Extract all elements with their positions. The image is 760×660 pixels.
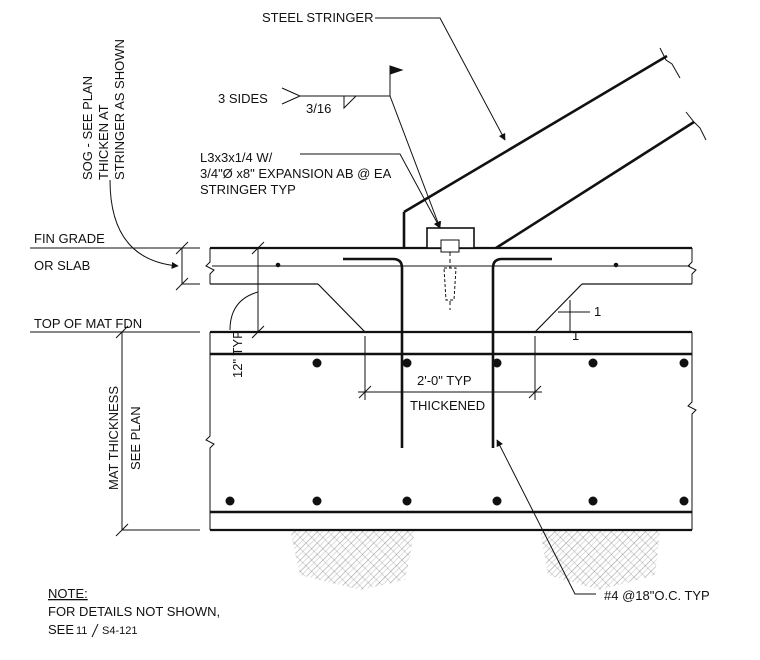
note-line2-see: SEE — [48, 622, 74, 637]
break-lines — [205, 248, 697, 530]
mat-rebar-dots — [225, 358, 689, 506]
dimensions — [30, 241, 590, 537]
annotations: STEEL STRINGER 3 SIDES 3/16 L3x3x1/4 W/ … — [34, 10, 710, 638]
steel-stringer-label: STEEL STRINGER — [262, 10, 373, 25]
weld-size-label: 3/16 — [306, 101, 331, 116]
mat-thickness-line2: SEE PLAN — [128, 406, 143, 470]
angle-anchor — [426, 227, 475, 310]
soil-hatch-left — [290, 530, 415, 590]
mat-thickness-line1: MAT THICKNESS — [106, 386, 121, 490]
weld-sides-label: 3 SIDES — [218, 91, 268, 106]
angle-label-line2: 3/4"Ø x8" EXPANSION AB @ EA — [200, 166, 392, 181]
angle-label-line1: L3x3x1/4 W/ — [200, 150, 273, 165]
note-line2-detail: 11 — [76, 625, 87, 637]
stringer-break — [659, 47, 707, 141]
steel-stringer — [402, 54, 695, 250]
top-of-mat-label: TOP OF MAT FDN — [34, 316, 142, 331]
soil-hatch-right — [540, 530, 660, 590]
note-detail-slash — [91, 623, 99, 638]
angle-label-line3: STRINGER TYP — [200, 182, 296, 197]
two-ft-typ-label: 2'-0" TYP — [417, 373, 472, 388]
leaders — [109, 17, 596, 595]
fin-grade-label: FIN GRADE — [34, 231, 105, 246]
or-slab-label: OR SLAB — [34, 258, 90, 273]
sog-label-line1: SOG - SEE PLAN — [80, 76, 95, 180]
sog-label-line3: STRINGER AS SHOWN — [112, 39, 127, 180]
thickened-label: THICKENED — [410, 398, 485, 413]
mat-foundation — [210, 330, 692, 532]
rebar-note-label: #4 @18"O.C. TYP — [604, 588, 710, 603]
note-line1: FOR DETAILS NOT SHOWN, — [48, 604, 220, 619]
slope-rise-label: 1 — [594, 304, 601, 319]
slope-run-label: 1 — [572, 328, 579, 343]
note-line2-sheet: S4-121 — [102, 625, 137, 637]
twelve-typ-label: 12" TYP — [230, 330, 245, 378]
note-title: NOTE: — [48, 586, 88, 601]
sog-label-line2: THICKEN AT — [96, 104, 111, 180]
hooked-dowels — [343, 257, 552, 448]
